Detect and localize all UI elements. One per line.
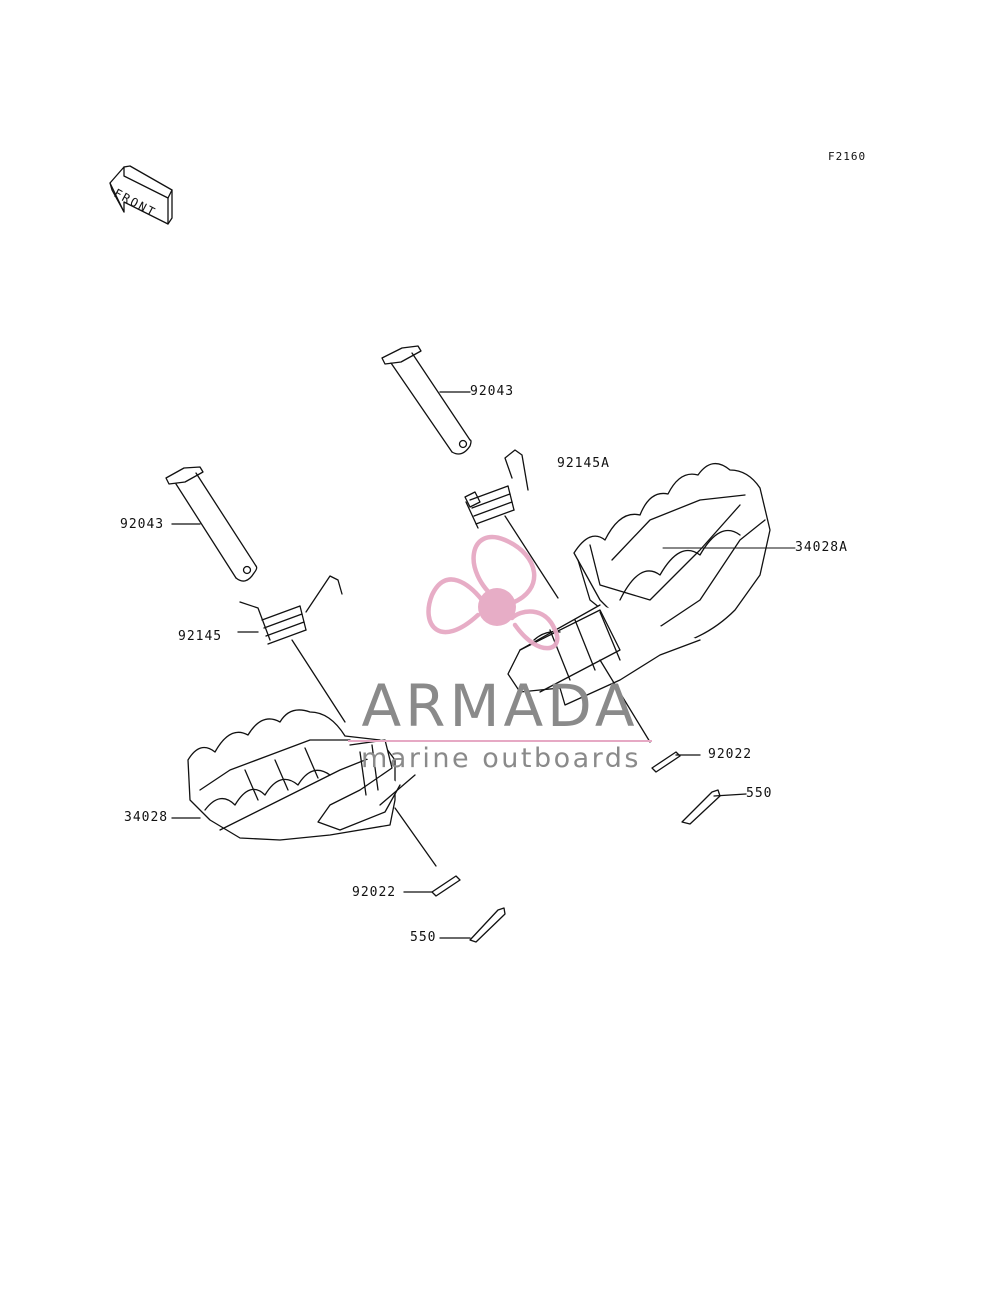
part-label-pin-left: 92043 [120, 517, 165, 532]
watermark-tagline: marine outboards [360, 743, 641, 774]
figure-code: F2160 [828, 150, 867, 163]
front-arrow-icon [109, 165, 173, 225]
watermark-divider [348, 740, 652, 742]
part-label-cotter-left: 550 [410, 930, 437, 945]
hardware-right-drawing [651, 751, 747, 825]
pin-upper-drawing [381, 345, 472, 455]
part-label-footpeg-left: 34028 [124, 810, 169, 825]
part-label-washer-left: 92022 [352, 885, 397, 900]
spring-upper-drawing [464, 449, 559, 599]
part-label-spring-left: 92145 [178, 629, 223, 644]
hardware-left-drawing [403, 875, 506, 943]
footpeg-left-drawing [171, 709, 437, 867]
propeller-icon [426, 534, 560, 651]
part-label-pin-upper: 92043 [470, 384, 515, 399]
part-label-cotter-right: 550 [746, 786, 773, 801]
watermark-brand: ARMADA [361, 672, 639, 740]
spring-left-drawing [237, 575, 346, 723]
part-label-washer-right: 92022 [708, 747, 753, 762]
part-label-footpeg-right: 34028A [795, 540, 848, 555]
part-label-spring-upper: 92145A [557, 456, 610, 471]
footpeg-right-drawing [507, 463, 796, 743]
pin-left-drawing [165, 466, 258, 582]
